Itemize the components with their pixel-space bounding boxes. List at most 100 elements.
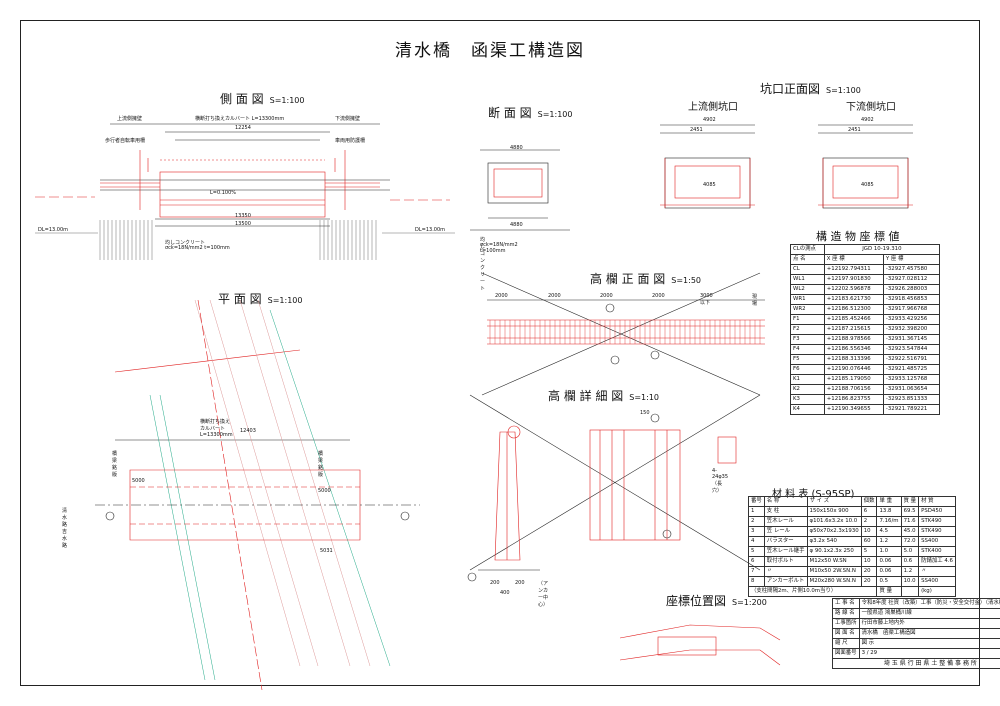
material-col-header: 名 称: [763, 496, 808, 507]
upstream-view: [660, 124, 755, 209]
material-row-cell: 4: [748, 536, 765, 547]
coord-row: F4+12186.556346-32923.547844: [790, 344, 941, 355]
coord-row: F5+12188.313396-32922.516791: [790, 354, 941, 365]
material-row-cell: 笠 レール: [763, 526, 808, 537]
material-col-header: 個数: [860, 496, 878, 507]
coord-row: WL1+12197.901830-32927.028112: [790, 274, 941, 285]
coord-row-cell: K3: [790, 394, 825, 405]
material-row-cell: 13.8: [876, 506, 902, 517]
coord-row-cell: -32931.367145: [882, 334, 941, 345]
material-row-cell: 45.0: [900, 526, 920, 537]
coord-row: WL2+12202.596878-32926.288003: [790, 284, 941, 295]
coord-row: CL+12192.794311-32927.457580: [790, 264, 941, 275]
side-view-notes: 上流側擁壁 下流側擁壁 歩行者自転車用柵 車両用防護柵 横断打ち換えカルバート …: [105, 116, 366, 251]
material-row-cell: 71.6: [900, 516, 920, 527]
coord-row-cell: WL1: [790, 274, 825, 285]
title-block-row-cell: 工 事 名: [832, 598, 860, 609]
coord-row-cell: +12192.794311: [823, 264, 884, 275]
coord-row-cell: +12187.215615: [823, 324, 884, 335]
material-col-header: 材 質: [918, 496, 956, 507]
rail-front-view: [481, 272, 765, 396]
material-row-cell: SS400: [918, 576, 956, 587]
coord-row-cell: +12202.596878: [823, 284, 884, 295]
coord-row-cell: F5: [790, 354, 825, 365]
coord-row-cell: -32923.851333: [882, 394, 941, 405]
coord-row-cell: -32921.789221: [882, 404, 941, 415]
coord-row-cell: +12188.978566: [823, 334, 884, 345]
coord-row-cell: -32933.429256: [882, 314, 941, 325]
plan-view: [95, 299, 420, 691]
material-row-cell: PSD450: [918, 506, 956, 517]
downstream-view: [818, 124, 913, 209]
material-row-cell: 0.5: [876, 576, 902, 587]
material-row-cell: 防錆加工 4.6: [918, 556, 956, 567]
title-block-row-cell: 工事箇所: [832, 618, 860, 629]
coord-row-cell: -32917.966768: [882, 304, 941, 315]
title-block-row: 路 線 名一般県道 鴻巣桶川線: [832, 608, 1000, 619]
coord-row-cell: K1: [790, 374, 825, 385]
coord-row-cell: -32933.125768: [882, 374, 941, 385]
material-row-cell: 5: [860, 546, 878, 557]
material-row-cell: 10: [860, 556, 878, 567]
material-row-cell: φ 90.1x2.3x 250: [806, 546, 862, 557]
coord-row-cell: -32922.516791: [882, 354, 941, 365]
material-row-cell: 2: [860, 516, 878, 527]
coord-row-cell: +12190.076446: [823, 364, 884, 375]
material-row-cell: 20: [860, 566, 878, 577]
coord-row-cell: +12186.556346: [823, 344, 884, 355]
material-row-cell: 150x150x 900: [806, 506, 862, 517]
material-row-cell: 支 柱: [763, 506, 808, 517]
material-row-cell: 0.6: [900, 556, 920, 567]
coord-row: WR1+12183.621730-32918.456853: [790, 294, 941, 305]
downstream-title: 下流側坑口: [846, 102, 896, 113]
coord-row-cell: +12185.179050: [823, 374, 884, 385]
material-row-cell: φ101.6x3.2x 10.0: [806, 516, 862, 527]
coord-row-cell: CL: [790, 264, 825, 275]
material-row-cell: 5: [748, 546, 765, 557]
material-row-cell: STK490: [918, 516, 956, 527]
title-block-row: 図 面 名清水橋 函渠工構造図: [832, 628, 1000, 639]
material-row-cell: 1.2: [900, 566, 920, 577]
coord-row-cell: +12188.706156: [823, 384, 884, 395]
material-row-cell: SS400: [918, 536, 956, 547]
material-row-cell: 5.0: [900, 546, 920, 557]
material-row-cell: 〃: [918, 566, 956, 577]
coord-row: K4+12190.349655-32921.789221: [790, 404, 941, 415]
coord-row-cell: -32918.456853: [882, 294, 941, 305]
coord-row-cell: K4: [790, 404, 825, 415]
material-row-cell: 1.2: [876, 536, 902, 547]
title-block-row: 工事箇所行田市藤上地内外: [832, 618, 1000, 629]
coord-row-cell: F1: [790, 314, 825, 325]
material-row-cell: 7: [748, 566, 765, 577]
drawing-sheet: [20, 20, 980, 686]
material-col-header: 番号: [748, 496, 765, 507]
coord-row: WR2+12186.512300-32917.966768: [790, 304, 941, 315]
material-row-cell: 60: [860, 536, 878, 547]
material-row-cell: STK400: [918, 546, 956, 557]
material-row-cell: 〃: [763, 566, 808, 577]
title-block-row-cell: 路 線 名: [832, 608, 860, 619]
material-row-cell: 10: [860, 526, 878, 537]
material-row-cell: M10x50 2W.SN.N: [806, 566, 862, 577]
coord-row-cell: +12188.313396: [823, 354, 884, 365]
material-col-header: 単 重: [876, 496, 902, 507]
material-row-cell: 笠木レール継手: [763, 546, 808, 557]
coord-row-cell: WR2: [790, 304, 825, 315]
material-row-cell: 6: [748, 556, 765, 567]
material-row-cell: 取付ボルト: [763, 556, 808, 567]
material-row-cell: 0.06: [876, 566, 902, 577]
coord-row-cell: -32932.398200: [882, 324, 941, 335]
material-row-cell: 2: [748, 516, 765, 527]
side-view: [35, 123, 455, 260]
